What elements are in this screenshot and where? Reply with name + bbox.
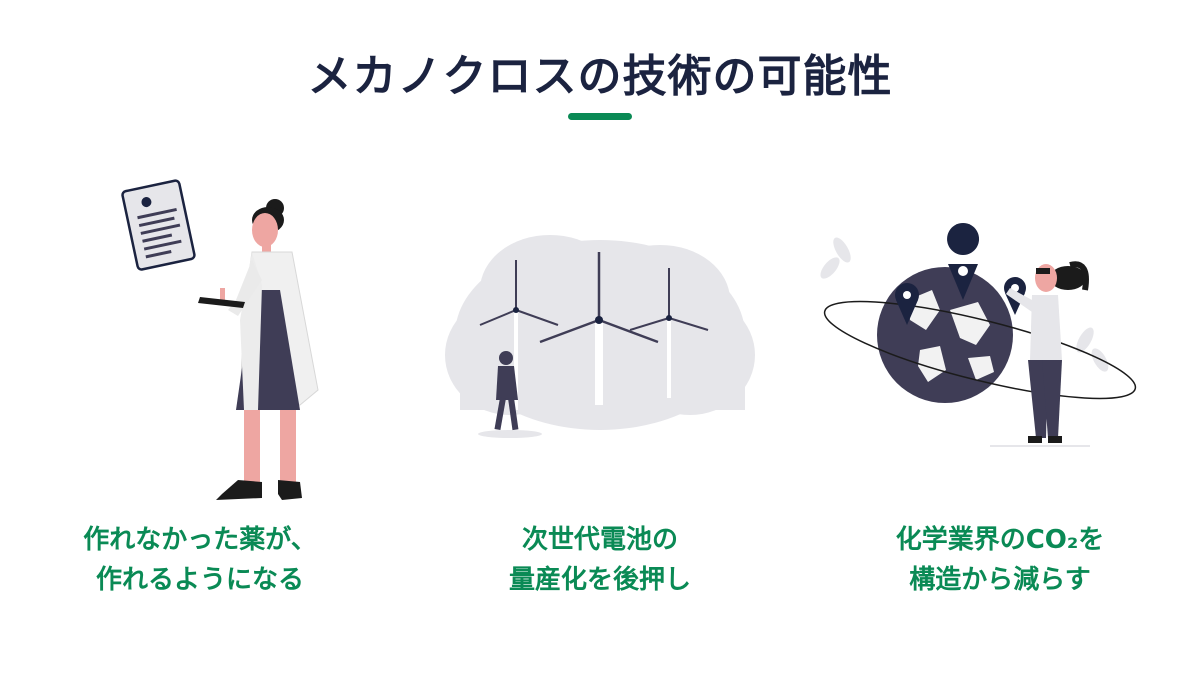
walking-person [494, 351, 519, 431]
map-pin-icon [947, 223, 980, 300]
caption-line-2: 量産化を後押し [508, 565, 691, 595]
wind-turbine-center [539, 252, 659, 405]
scientist-illustration [121, 179, 319, 500]
globe-icon [877, 267, 1013, 403]
woman-figure [1006, 261, 1089, 443]
caption-line-2: 作れるようになる [95, 565, 304, 595]
caption-line-1: 作れなかった薬が、 [83, 525, 317, 555]
caption-medicine: 作れなかった薬が、 作れるようになる [0, 520, 400, 600]
caption-line-1: 次世代電池の [521, 525, 678, 555]
title-underline [568, 113, 632, 120]
panel-medicine: 作れなかった薬が、 作れるようになる [0, 160, 400, 620]
caption-battery: 次世代電池の 量産化を後押し [400, 520, 800, 600]
wind-turbine-illustration [445, 235, 755, 438]
wind-turbine-left [479, 260, 559, 410]
document-icon [121, 179, 196, 271]
wind-turbine-right [629, 268, 709, 398]
map-pin-icon [895, 283, 919, 325]
page-title: メカノクロスの技術の可能性 [307, 51, 893, 102]
caption-line-2: 構造から減らす [909, 565, 1091, 595]
caption-line-1: 化学業界のCO₂を [895, 525, 1105, 555]
caption-co2: 化学業界のCO₂を 構造から減らす [800, 520, 1200, 600]
panel-battery: 次世代電池の 量産化を後押し [400, 160, 800, 620]
panel-co2: 化学業界のCO₂を 構造から減らす [800, 160, 1200, 620]
globe-illustration [820, 223, 1137, 447]
